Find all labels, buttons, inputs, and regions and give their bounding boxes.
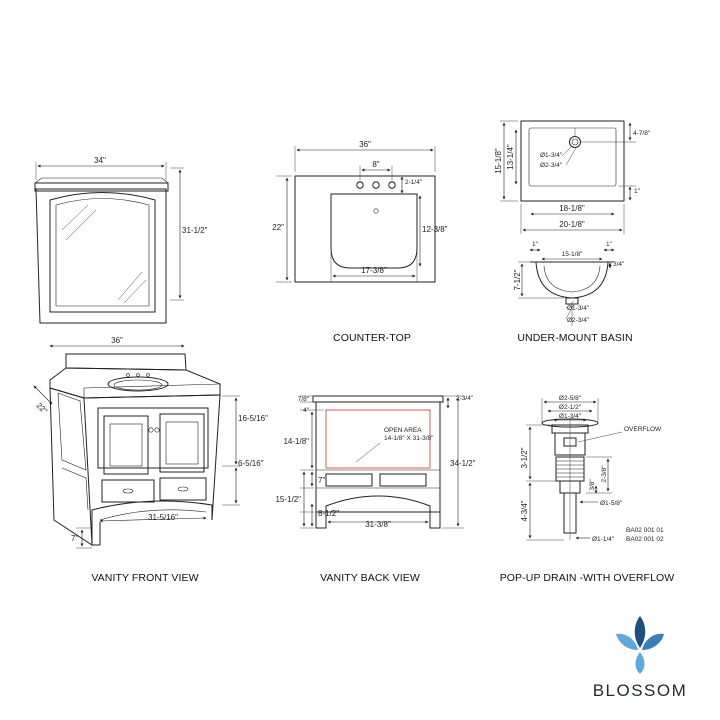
back-open-height-label: 14-1/8": [283, 437, 309, 446]
basin-outer-width-label: 20-1/8": [559, 220, 585, 229]
counter-spread-label: 8": [372, 160, 379, 169]
open-area-size-label: 14-1/8" X 31-3/8": [384, 435, 434, 442]
back-leg-label: 8-1/2": [318, 509, 339, 518]
mirror-height-label: 31-1/2": [182, 226, 208, 235]
basin-side-length-label: 15-1/8": [562, 251, 583, 258]
flower-icon: [616, 616, 664, 674]
caption-pop-up-drain: POP-UP DRAIN -WITH OVERFLOW: [500, 572, 675, 584]
back-width-label: 31-3/8": [365, 520, 391, 529]
basin-top-drawing: Ø1-3/4" Ø2-3/4" 15-1/8" 13-1/4" 4-7/8" 1…: [494, 120, 651, 234]
counter-width-label: 36": [359, 140, 371, 149]
basin-inner-width-label: 18-1/8": [559, 204, 585, 213]
drain-lower-label: 4-3/4": [520, 500, 529, 521]
counter-basin-depth-label: 12-3/8": [422, 225, 448, 234]
brand-name: BLOSSOM: [593, 681, 688, 700]
back-top-b-label: 4": [303, 407, 310, 414]
pop-up-drain-drawing: OVERFLOW Ø2-5/8" Ø2-1/2" Ø1-3/4" 3-1/2" …: [520, 395, 664, 543]
caption-vanity-back: VANITY BACK VIEW: [320, 572, 420, 584]
counter-depth-label: 22": [272, 223, 284, 232]
open-area-label: OPEN AREA: [384, 427, 422, 434]
basin-inner-height-label: 13-1/4": [506, 144, 515, 170]
drain-thread-label: Ø1-5/8": [600, 500, 623, 507]
front-upper-height-label: 16-5/16": [238, 414, 268, 423]
drain-model-2: BA02 001 02: [626, 536, 664, 543]
basin-side-top-right-label: 1": [606, 241, 613, 248]
front-width-label: 36": [111, 336, 123, 345]
basin-side-depth-label: 7-1/2": [513, 269, 522, 290]
drain-upper-label: 3-1/2": [520, 447, 529, 468]
basin-side-rim-label: 3/4": [613, 261, 625, 268]
back-top-c-label: 2-3/4": [456, 395, 474, 402]
basin-outer-height-label: 15-1/8": [494, 148, 503, 174]
open-area-outline: [325, 409, 431, 469]
front-inner-width-label: 31-5/16": [148, 513, 178, 522]
drain-side-b-label: 3/8": [589, 479, 596, 491]
drain-mid-label: Ø2-1/2": [559, 404, 582, 411]
back-top-a-label: 7/8": [298, 396, 310, 403]
basin-side-hole-a-label: Ø1-3/4": [567, 305, 590, 312]
back-total-height-label: 34-1/2": [450, 459, 476, 468]
basin-side-drawing: Ø1-3/4" Ø2-3/4" 1" 1" 15-1/8" 7-1/2" 3/4…: [513, 241, 625, 326]
drain-outer-label: Ø2-5/8": [559, 395, 582, 402]
drain-tail-label: Ø1-1/4": [592, 536, 615, 543]
basin-side-hole-b-label: Ø2-3/4": [567, 317, 590, 324]
mirror-width-label: 34": [94, 156, 106, 165]
counter-top-drawing: 36" 8" 2-1/4" 22" 12-3/8" 17-3/8": [272, 140, 448, 283]
vanity-front-drawing: 36" 22": [33, 336, 268, 549]
basin-hole-a-label: Ø1-3/4": [540, 152, 563, 159]
mirror-drawing: 34" 31-1/2": [34, 156, 208, 324]
drain-side-a-label: 2-3/8": [601, 465, 608, 483]
basin-side-top-left-label: 1": [532, 241, 539, 248]
blossom-logo: BLOSSOM: [593, 616, 688, 700]
counter-faucet-offset-label: 2-1/4": [405, 179, 423, 186]
basin-bottom-gap-label: 1": [634, 188, 641, 195]
back-lower-label: 15-1/2": [275, 495, 301, 504]
drain-overflow-label: OVERFLOW: [624, 426, 662, 433]
caption-vanity-front: VANITY FRONT VIEW: [91, 572, 198, 584]
drain-model-1: BA02 001 01: [626, 527, 664, 534]
basin-hole-b-label: Ø2-3/4": [540, 162, 563, 169]
vanity-back-drawing: OPEN AREA 14-1/8" X 31-3/8" 7/8" 4" 14-1…: [275, 395, 475, 529]
caption-under-mount: UNDER-MOUNT BASIN: [517, 332, 632, 344]
basin-drain-offset-label: 4-7/8": [633, 130, 651, 137]
drain-inner-label: Ø1-3/4": [559, 413, 582, 420]
caption-counter-top: COUNTER-TOP: [333, 332, 411, 344]
front-depth-label: 22": [34, 401, 49, 416]
counter-basin-width-label: 17-3/8": [361, 266, 387, 275]
front-drawer-height-label: 6-5/16": [238, 459, 264, 468]
back-shelf-label: 7": [318, 476, 325, 485]
front-leg-label: 7": [71, 534, 78, 543]
